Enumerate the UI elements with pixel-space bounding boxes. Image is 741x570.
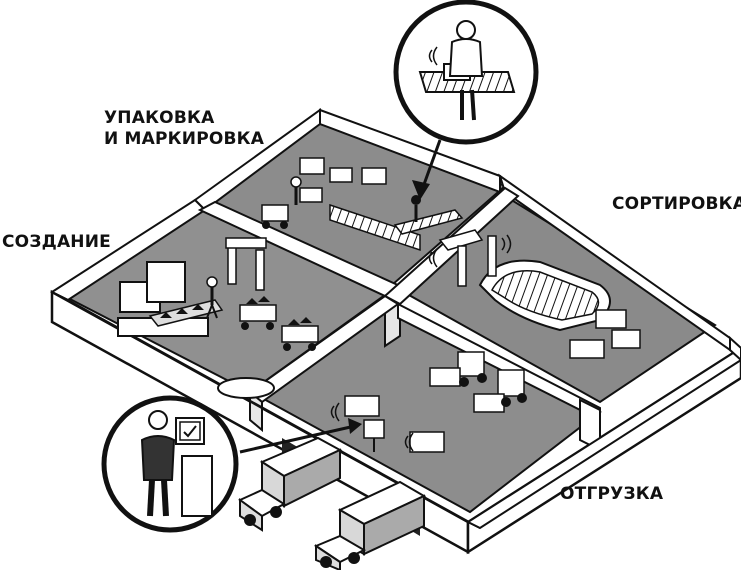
- rfid-signal-icon: [330, 402, 414, 452]
- truck-icon: [313, 480, 427, 570]
- computer-terminal-icon: [363, 419, 385, 452]
- floor-opening: [217, 377, 275, 399]
- cart: [239, 296, 277, 330]
- operator-callout: [101, 395, 362, 533]
- sorting-equipment: [428, 229, 641, 359]
- packaging-label-line2: И МАРКИРОВКА: [104, 129, 265, 149]
- packaging-label: УПАКОВКА И МАРКИРОВКА: [104, 108, 264, 150]
- cart: [281, 317, 319, 351]
- sorting-label: СОРТИРОВКА: [612, 194, 741, 214]
- shipping-equipment: [330, 351, 527, 453]
- creation-label: СОЗДАНИЕ: [2, 232, 111, 252]
- worker-icon: [206, 276, 218, 319]
- forklift-icon: [429, 351, 487, 387]
- packing-callout: [393, 0, 539, 200]
- worker-icon: [411, 195, 421, 222]
- truck-icon: [238, 436, 343, 532]
- rfid-signal-icon: [428, 46, 438, 66]
- rfid-signal-icon: [428, 234, 512, 268]
- shipping-label: ОТГРУЗКА: [560, 484, 664, 504]
- packaging-label-line1: УПАКОВКА: [104, 108, 215, 128]
- creation-equipment: [117, 237, 319, 351]
- worker-icon: [290, 176, 302, 205]
- packaging-equipment: [261, 157, 464, 252]
- forklift-icon: [473, 369, 527, 413]
